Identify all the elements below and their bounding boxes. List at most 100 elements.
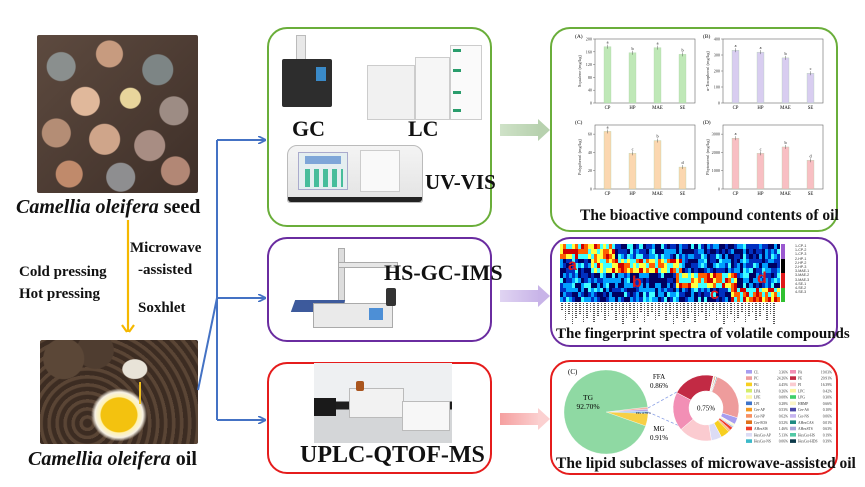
heatmap-cell [639,277,643,284]
heatmap-cell [636,282,640,288]
heatmap-cell [666,244,671,250]
oil-label: Camellia oleifera oil [28,448,197,471]
heatmap-cell [599,273,604,279]
compound-label [733,303,736,323]
heatmap-cell [633,253,637,259]
y-tick-label: 0 [718,187,720,192]
uplc-lc-stack [349,388,404,418]
heatmap-cell [639,287,643,293]
heatmap-cell [734,277,738,284]
heatmap-cell [584,277,588,284]
heatmap-cell [737,277,741,284]
heatmap-cell [624,258,628,264]
plot-frame [594,124,696,190]
heatmap-cell [608,248,613,255]
heatmap-cell [660,277,665,284]
bar [678,54,687,104]
heatmap-cell [673,248,677,255]
heatmap-cell [728,292,732,298]
heatmap-cell [776,268,781,274]
heatmap-cell [584,297,588,303]
heatmap-cell [718,287,723,293]
heatmap-cell [605,297,610,303]
legend-swatch [790,420,796,424]
heatmap-cell [624,292,628,298]
compound-label [679,303,682,314]
heatmap-cell [621,258,625,264]
heatmap-cell [709,273,714,279]
heatmap-cell [645,297,649,303]
legend-value: 0.53% [779,408,788,412]
heatmap-cell [682,268,686,274]
heatmap-cell [758,258,763,264]
heatmap-cell [575,244,579,250]
heatmap-cell [630,277,634,284]
compound-label [690,303,693,313]
heatmap-cell [770,244,775,250]
heatmap-cell [563,268,567,274]
heatmap-cell [694,244,698,250]
heatmap-cell [566,244,570,250]
heatmap-cell [636,253,640,259]
heatmap-cell [587,282,591,288]
heatmap-cell [725,248,729,255]
heatmap-cell [654,263,659,269]
heatmap-cell [688,273,692,279]
heatmap-cell [703,277,708,284]
caption-lipid: The lipid subclasses of microwave-assist… [556,455,856,472]
heatmap-cell [749,268,753,274]
heatmap-cell [615,268,619,274]
heatmap-cell [608,244,613,250]
heatmap-cell [639,268,643,274]
heatmap-cell [563,297,567,303]
heatmap-cell [709,292,714,298]
heatmap-cell [630,287,634,293]
heatmap-cell [676,292,680,298]
heatmap-cell [578,253,582,259]
heatmap-cell [624,297,628,303]
heatmap-cell [657,292,662,298]
compound-label [622,303,624,324]
heatmap-cell [648,263,653,269]
compound-label [586,303,588,318]
heatmap-cell [700,277,704,284]
heatmap-cell [657,273,662,279]
heatmap-cell [718,263,723,269]
heatmap-cell [712,253,717,259]
heatmap-cell [605,287,610,293]
heatmap-cell [657,253,662,259]
heatmap-cell [621,292,625,298]
heatmap-cell [679,253,683,259]
heatmap-cell [633,292,637,298]
heatmap-cell [776,287,781,293]
heatmap-cell [581,273,585,279]
heatmap-cell [593,268,598,274]
heatmap-cell [697,263,701,269]
heatmap-cell [611,268,616,274]
heatmap-cell [593,244,598,250]
heatmap-cell [566,258,570,264]
heatmap-cell [715,263,720,269]
legend-swatch [790,426,796,431]
heatmap-cell [639,258,643,264]
heatmap-cell [691,277,695,284]
heatmap-cell [581,263,585,269]
heatmap-cell [752,268,756,274]
heatmap-cell [569,287,573,293]
heatmap-cell [740,263,744,269]
heatmap-cell [663,287,668,293]
heatmap-cell [624,287,628,293]
heatmap-cell [728,297,732,303]
heatmap-cell [615,292,619,298]
heatmap-cell [602,244,607,250]
heatmap-cell [715,277,720,284]
heatmap-cell [731,248,735,255]
heatmap-row-label: 2-HP-1 [795,256,807,261]
heatmap-cell [651,253,656,259]
heatmap-cell [764,253,769,259]
heatmap-cell [694,258,698,264]
legend-label: HexCer-NS [754,440,771,444]
heatmap-cell [682,263,686,269]
pie-value-ffa: 0.86% [650,382,668,390]
heatmap-cell [602,292,607,298]
